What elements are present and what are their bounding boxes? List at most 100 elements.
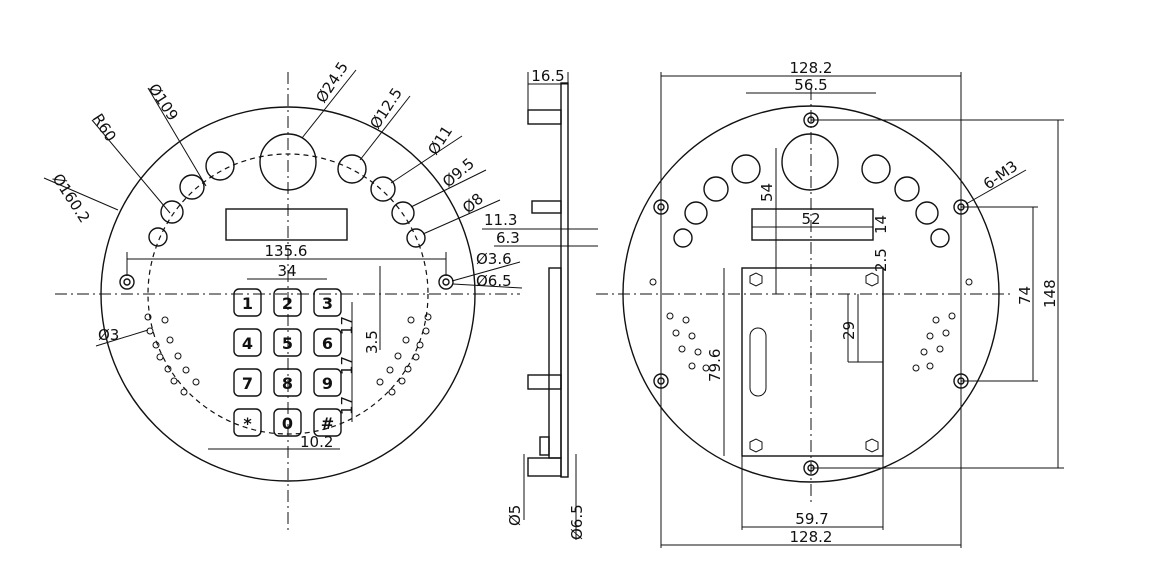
front-hole-8-l [148,227,168,247]
dim-width-135-6: 135.6 [265,242,308,260]
side-view: 16.5 11.3 6.3 Ø5 Ø6.5 [482,67,598,540]
dim-hole-11: Ø11 [424,122,456,158]
key-label-5: 5 [282,334,293,353]
leader-24-5 [301,69,357,139]
keypad: 1 2 3 4 5 6 7 8 9 * 0 # [233,288,342,437]
front-display-window [225,208,348,241]
dim-circle-109: Ø109 [145,80,182,124]
front-hole-11 [370,176,396,202]
dim-pitch-17b: 17 [338,356,356,375]
front-mount-hole-r-inner [442,278,450,286]
dim-width-34: 34 [277,262,296,280]
leader-8 [422,199,501,235]
dim-outer-dia: Ø160.2 [49,170,94,226]
dim-pitch-17a: 17 [338,316,356,335]
back-d-29: 29 [840,321,858,340]
dim-hole-9-5: Ø9.5 [439,154,478,191]
leader-9-5 [410,169,487,208]
back-hole-l2 [703,176,729,202]
front-hole-large [259,133,317,191]
dim-hole-3: Ø3 [98,326,119,344]
back-small-hole-l [649,278,657,286]
front-view: 1 2 3 4 5 6 7 8 9 * 0 # [43,58,523,530]
back-display-slot [751,208,874,241]
side-plate [560,82,569,478]
back-d-79-6: 79.6 [706,349,724,382]
leader-3-6 [451,261,521,282]
key-label-8: 8 [282,374,293,393]
key-star [233,408,262,437]
back-h-54: 54 [758,183,776,202]
key-label-star: * [243,414,252,433]
dim-hole-6-5: Ø6.5 [476,272,512,290]
back-hole-r4 [930,228,950,248]
key-2 [273,288,302,317]
key-4 [233,328,262,357]
key-0 [273,408,302,437]
dim-key-10-2: 10.2 [300,433,333,451]
key-3 [313,288,342,317]
back-pcb-screws [749,272,879,453]
leader-109 [147,87,207,187]
back-hole-r1 [861,154,891,184]
key-9 [313,368,342,397]
back-width-top: 128.2 [790,59,833,77]
back-outer-circle [622,105,1000,483]
back-h-148: 148 [1041,279,1059,308]
back-small-hole-r [965,278,973,286]
front-hole-12-5-l [205,151,235,181]
leader-6-5 [452,283,523,289]
key-8 [273,368,302,397]
front-hole-11-l [179,174,205,200]
side-pcb [548,267,562,459]
side-d-11-3: 11.3 [484,211,517,229]
side-dia-5: Ø5 [506,505,524,526]
back-box-59-7: 59.7 [795,510,828,528]
key-label-hash: # [321,414,334,433]
side-bracket [539,436,550,456]
dim-pitch-3-5: 3.5 [363,330,381,354]
back-h-74: 74 [1016,286,1034,305]
side-boss-low [527,374,562,390]
front-speaker-holes-left [144,313,200,396]
leader-11 [390,135,463,184]
back-hole-span: 56.5 [794,76,827,94]
side-boss-top [527,109,562,125]
dim-radius: R60 [89,110,120,145]
dim-hole-8: Ø8 [459,190,487,218]
back-hole-l1 [731,154,761,184]
side-dia-6-5: Ø6.5 [568,504,586,540]
back-hole-large [781,133,839,191]
key-5 [273,328,302,357]
back-slot-52: 52 [801,210,820,228]
front-hole-9-5-l [160,200,184,224]
leader-r60 [91,119,171,214]
key-label-2: 2 [282,294,293,313]
leader-12-5 [359,95,411,161]
back-speaker-holes-left [666,312,710,372]
side-thickness: 16.5 [531,67,564,85]
key-label-3: 3 [322,294,333,313]
key-label-4: 4 [242,334,253,353]
front-mount-hole-r [438,274,454,290]
front-mount-hole-l [119,274,135,290]
back-slot-14: 14 [872,215,890,234]
front-hole-9-5 [391,201,415,225]
key-label-9: 9 [322,374,333,393]
back-pcb-slot [749,327,767,397]
key-hash [313,408,342,437]
side-foot [527,457,562,477]
dim-hole-3-6: Ø3.6 [476,250,512,268]
back-leader-m3 [965,169,1027,205]
back-hole-l4 [673,228,693,248]
key-1 [233,288,262,317]
back-width-bottom: 128.2 [790,528,833,546]
back-screw-label: 6-M3 [980,157,1021,193]
front-outer-circle [100,106,476,482]
leader-3 [95,329,149,347]
key-label-7: 7 [242,374,253,393]
side-boss-mid [531,200,562,214]
back-hole-r2 [894,176,920,202]
front-hole-8 [406,228,426,248]
